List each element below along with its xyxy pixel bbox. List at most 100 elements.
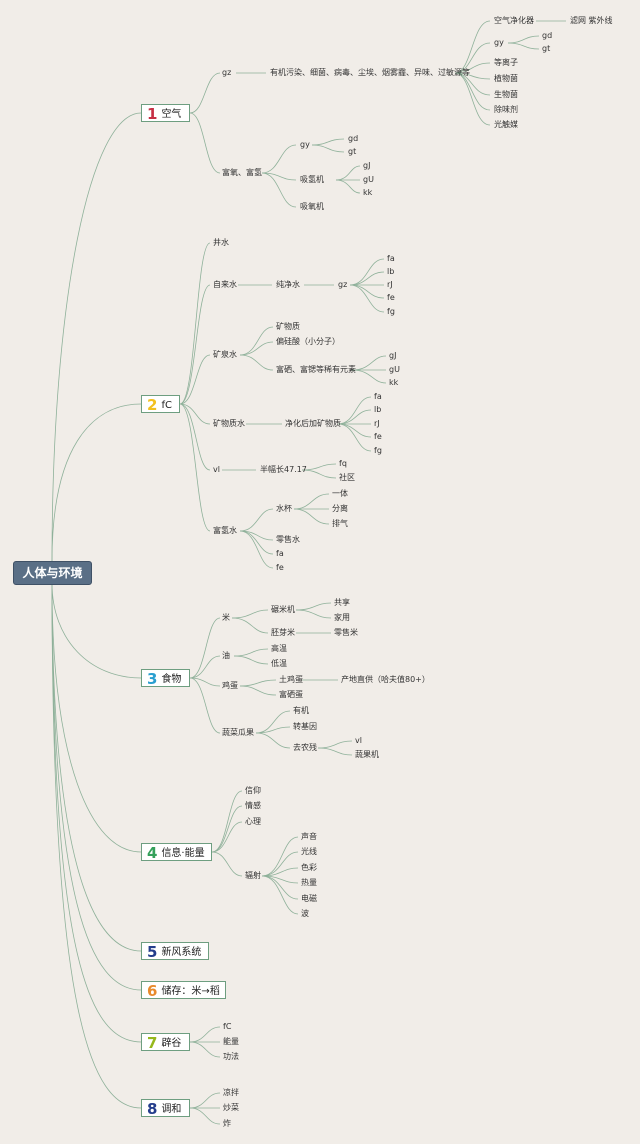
- node-gu[interactable]: gU: [363, 175, 374, 184]
- node-plant-bacteria[interactable]: 植物菌: [494, 74, 518, 83]
- node-hydrogen-machine[interactable]: 吸氢机: [300, 175, 324, 184]
- node-vegetables-fruits[interactable]: 蔬菜瓜果: [222, 728, 254, 737]
- node-fg[interactable]: fg: [374, 446, 382, 455]
- node-photocatalyst[interactable]: 光触媒: [494, 120, 518, 129]
- node-gz[interactable]: gz: [338, 280, 348, 289]
- node-kk[interactable]: kk: [363, 188, 373, 197]
- node-gt[interactable]: gt: [348, 147, 357, 156]
- node-well-water[interactable]: 井水: [213, 238, 229, 247]
- node-radius[interactable]: 半幅长47.17: [260, 465, 307, 474]
- node-gj[interactable]: gJ: [389, 351, 397, 360]
- node-gz[interactable]: gz: [222, 68, 232, 77]
- node-technique[interactable]: 功法: [223, 1052, 239, 1061]
- node-fruit-veg-machine[interactable]: 蔬果机: [355, 750, 379, 759]
- node-retail-water[interactable]: 零售水: [276, 535, 300, 544]
- node-rj[interactable]: rJ: [387, 280, 393, 289]
- node-bio-bacteria[interactable]: 生物菌: [494, 90, 518, 99]
- node-fg[interactable]: fg: [387, 307, 395, 316]
- node-water-cup[interactable]: 水杯: [276, 504, 292, 513]
- node-stir-fry[interactable]: 炒菜: [223, 1103, 239, 1112]
- node-purified-mineral[interactable]: 净化后加矿物质: [285, 419, 341, 428]
- node-filter-uv[interactable]: 滤网 紫外线: [570, 16, 613, 25]
- node-mineral-water[interactable]: 矿物质水: [213, 419, 245, 428]
- node-rare-elements[interactable]: 富硒、富锶等稀有元素: [276, 365, 356, 374]
- node-retail-rice[interactable]: 零售米: [334, 628, 358, 637]
- node-rj[interactable]: rJ: [374, 419, 380, 428]
- node-fe[interactable]: fe: [387, 293, 395, 302]
- node-belief[interactable]: 信仰: [245, 786, 261, 795]
- node-light[interactable]: 光线: [301, 847, 317, 856]
- node-gu[interactable]: gU: [389, 365, 400, 374]
- node-rice[interactable]: 米: [222, 613, 230, 622]
- node-organic[interactable]: 有机: [293, 706, 309, 715]
- node-pesticide-removal[interactable]: 去农残: [293, 743, 317, 752]
- node-eggs[interactable]: 鸡蛋: [222, 681, 238, 690]
- node-oxygen-hydrogen[interactable]: 富氧、富氢: [222, 168, 262, 177]
- node-oxygen-machine[interactable]: 吸氧机: [300, 202, 324, 211]
- node-cold-dish[interactable]: 凉拌: [223, 1088, 239, 1097]
- node-household[interactable]: 家用: [334, 613, 350, 622]
- node-heat[interactable]: 热量: [301, 878, 317, 887]
- node-electromagnetic[interactable]: 电磁: [301, 894, 317, 903]
- node-mineral-spring[interactable]: 矿泉水: [213, 350, 237, 359]
- node-integrated[interactable]: 一体: [332, 489, 348, 498]
- node-gy[interactable]: gy: [494, 38, 504, 47]
- node-direct-supply[interactable]: 产地直供（哈夫值80+）: [341, 675, 430, 684]
- node-fa[interactable]: fa: [387, 254, 395, 263]
- node-color[interactable]: 色彩: [301, 863, 317, 872]
- node-kk[interactable]: kk: [389, 378, 399, 387]
- node-hydrogen-water[interactable]: 富氢水: [213, 526, 237, 535]
- node-radiation[interactable]: 辐射: [245, 871, 261, 880]
- node-fe[interactable]: fe: [276, 563, 284, 572]
- node-gt[interactable]: gt: [542, 44, 551, 53]
- node-lb[interactable]: lb: [374, 405, 382, 414]
- node-emotion[interactable]: 情感: [245, 801, 261, 810]
- root-node[interactable]: 人体与环境: [13, 561, 92, 585]
- node-minerals[interactable]: 矿物质: [276, 322, 300, 331]
- node-gd[interactable]: gd: [542, 31, 553, 40]
- node-gd[interactable]: gd: [348, 134, 359, 143]
- node-lb[interactable]: lb: [387, 267, 395, 276]
- node-germ-rice[interactable]: 胚芽米: [271, 628, 295, 637]
- node-pure-water[interactable]: 纯净水: [276, 280, 300, 289]
- node-sound[interactable]: 声音: [301, 832, 317, 841]
- node-selenium-eggs[interactable]: 富硒蛋: [279, 690, 303, 699]
- node-air-purifier[interactable]: 空气净化器: [494, 16, 534, 25]
- node-rice-mill[interactable]: 碾米机: [271, 605, 295, 614]
- node-separated[interactable]: 分离: [332, 504, 348, 513]
- node-free-range-eggs[interactable]: 土鸡蛋: [279, 675, 303, 684]
- node-shared[interactable]: 共享: [334, 598, 350, 607]
- node-plasma[interactable]: 等离子: [494, 58, 518, 67]
- node-pollutants[interactable]: 有机污染、细菌、病毒、尘埃、烟雾霾、异味、过敏源等: [270, 68, 470, 77]
- node-vl[interactable]: vl: [213, 465, 220, 474]
- node-oil[interactable]: 油: [222, 651, 230, 660]
- node-exhaust[interactable]: 排气: [332, 519, 348, 528]
- node-fa[interactable]: fa: [276, 549, 284, 558]
- node-metasilicic[interactable]: 偏硅酸（小分子）: [276, 337, 340, 346]
- node-low-temp[interactable]: 低温: [271, 659, 287, 668]
- node-fc[interactable]: fC: [223, 1022, 232, 1031]
- node-gmo[interactable]: 转基因: [293, 722, 317, 731]
- node-fe[interactable]: fe: [374, 432, 382, 441]
- node-energy[interactable]: 能量: [223, 1037, 239, 1046]
- node-fa[interactable]: fa: [374, 392, 382, 401]
- node-fq[interactable]: fq: [339, 459, 347, 468]
- node-deep-fry[interactable]: 炸: [223, 1119, 231, 1128]
- node-community[interactable]: 社区: [339, 473, 355, 482]
- node-high-temp[interactable]: 高温: [271, 644, 287, 653]
- node-vl[interactable]: vl: [355, 736, 362, 745]
- node-deodorant[interactable]: 除味剂: [494, 105, 518, 114]
- node-wave[interactable]: 波: [301, 909, 309, 918]
- node-tap-water[interactable]: 自来水: [213, 280, 237, 289]
- node-psychology[interactable]: 心理: [245, 817, 261, 826]
- node-gj[interactable]: gJ: [363, 161, 371, 170]
- node-gy[interactable]: gy: [300, 140, 310, 149]
